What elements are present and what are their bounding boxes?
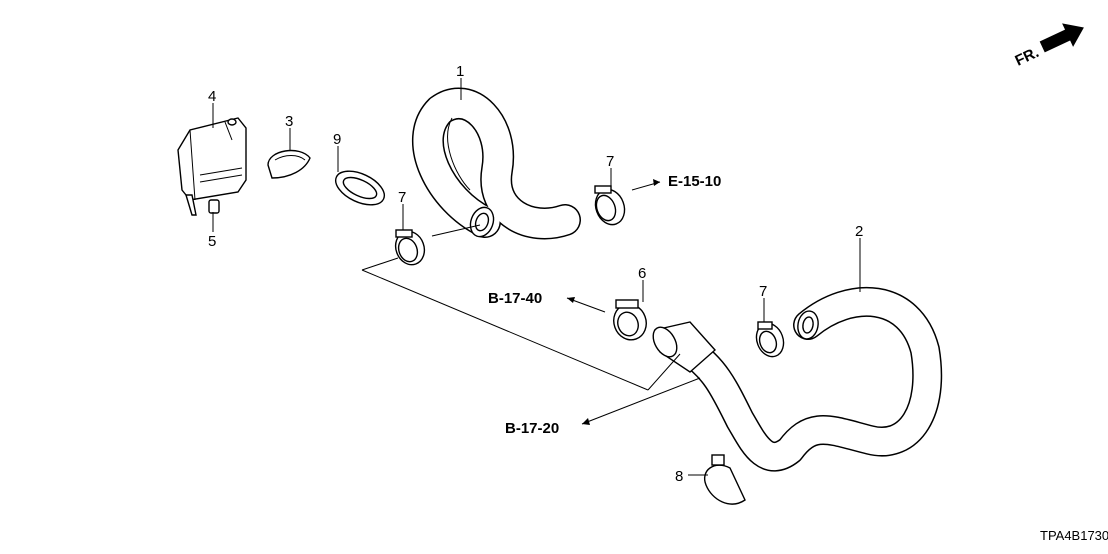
- callout-2: 2: [855, 223, 863, 240]
- callout-7c: 7: [759, 283, 767, 300]
- callout-3: 3: [285, 113, 293, 130]
- arrow-right-icon: [1039, 23, 1084, 53]
- clamp-3[interactable]: [267, 149, 311, 179]
- clamp-7-lower-right[interactable]: [752, 320, 788, 361]
- callout-1: 1: [456, 63, 464, 80]
- ref-b-17-20[interactable]: B-17-20: [505, 420, 559, 437]
- clamp-7-upper-right[interactable]: [591, 185, 630, 228]
- callout-5: 5: [208, 233, 216, 250]
- clip-8[interactable]: [703, 454, 746, 505]
- ref-b-17-40[interactable]: B-17-40: [488, 290, 542, 307]
- hose-1[interactable]: [412, 87, 581, 240]
- leader-lines: [212, 78, 861, 476]
- callout-9: 9: [333, 131, 341, 148]
- bracket-4[interactable]: [177, 117, 247, 216]
- callout-7b: 7: [398, 189, 406, 206]
- hose-2[interactable]: [648, 286, 943, 472]
- nut-5[interactable]: [208, 199, 220, 214]
- front-direction-indicator: FR.: [1012, 23, 1084, 70]
- clamp-9[interactable]: [331, 164, 390, 211]
- ref-e-15-10[interactable]: E-15-10: [668, 173, 721, 190]
- fr-label: FR.: [1012, 44, 1041, 70]
- clamp-6[interactable]: [609, 299, 651, 345]
- callout-6: 6: [638, 265, 646, 282]
- callout-8: 8: [675, 468, 683, 485]
- callout-7a: 7: [606, 153, 614, 170]
- callout-4: 4: [208, 88, 216, 105]
- clamp-7-left[interactable]: [391, 227, 429, 269]
- diagram-code: TPA4B1730: [1040, 528, 1108, 543]
